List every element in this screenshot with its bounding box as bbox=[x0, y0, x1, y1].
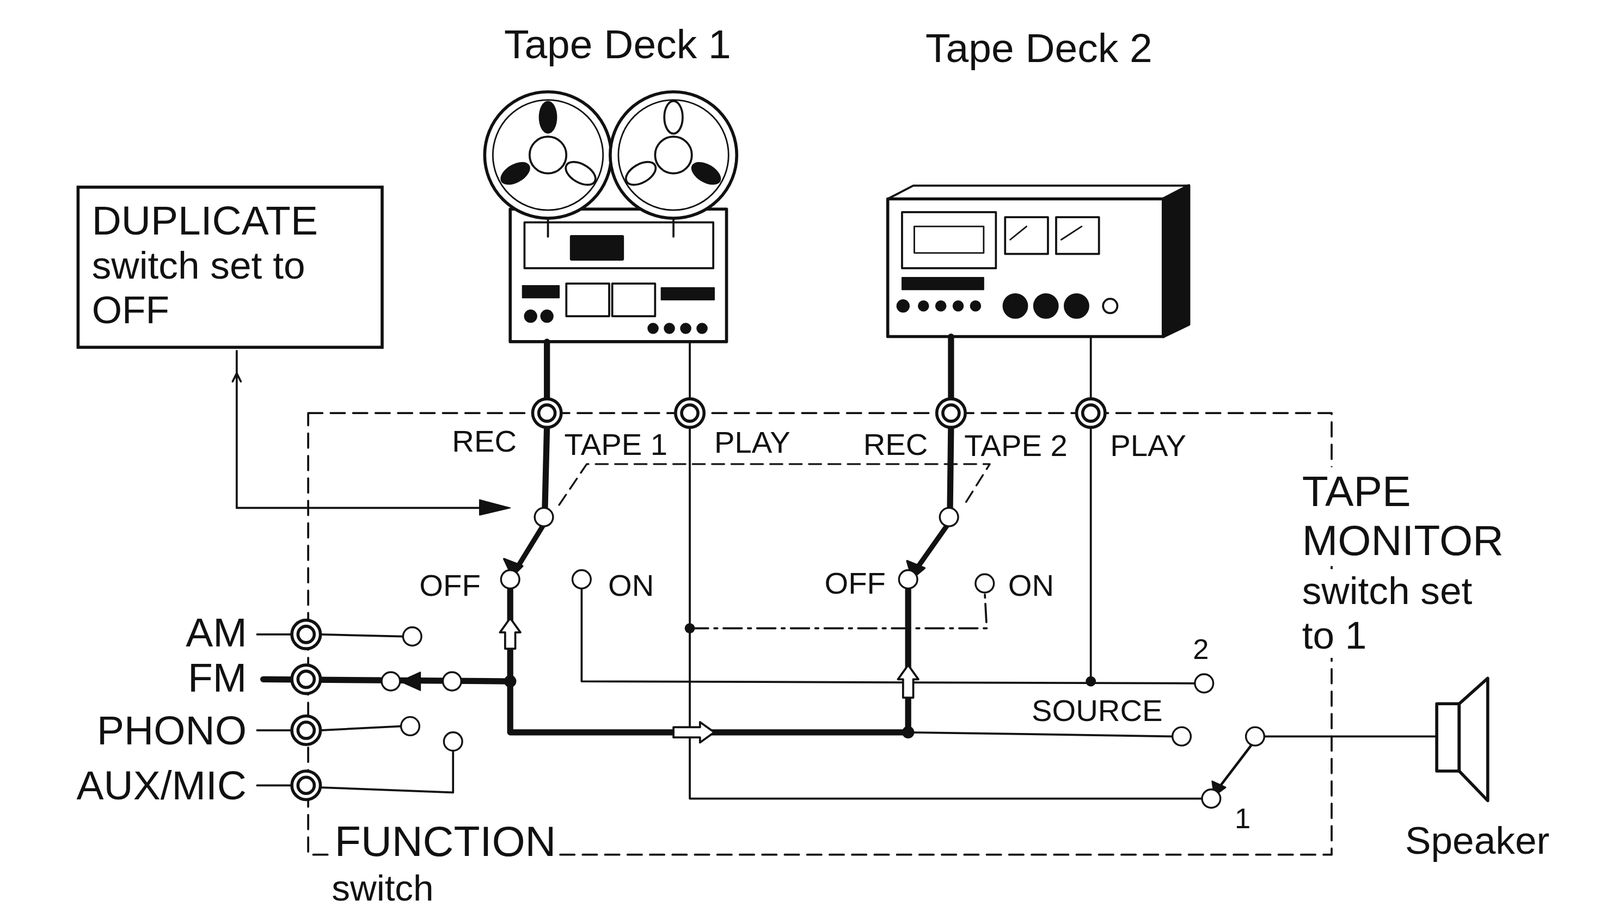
switch-position: ON bbox=[1004, 567, 1058, 604]
jack-label: TAPE 2 bbox=[961, 427, 1071, 464]
speaker-label: Speaker bbox=[1405, 819, 1550, 864]
switch-note: switch bbox=[328, 866, 438, 910]
switch-position: 1 bbox=[1231, 802, 1254, 836]
device-title: Tape Deck 1 bbox=[504, 20, 732, 67]
device-title: Tape Deck 2 bbox=[925, 24, 1153, 72]
switch-contacts bbox=[381, 507, 1265, 808]
switch-position: 2 bbox=[1190, 633, 1212, 667]
jack-symbols bbox=[291, 399, 1106, 801]
switch-name: FUNCTION bbox=[331, 817, 560, 867]
box-heading: DUPLICATE bbox=[92, 197, 369, 244]
note-box: DUPLICATEswitch set to OFF bbox=[76, 185, 384, 349]
jack-label: REC bbox=[860, 426, 931, 463]
deck-cables bbox=[547, 336, 1091, 401]
input-label: AM bbox=[182, 609, 251, 657]
reel-deck bbox=[484, 92, 737, 342]
input-label: FM bbox=[184, 653, 250, 701]
switch-position: OFF bbox=[821, 565, 890, 602]
device-node: Tape Deck 1 bbox=[504, 20, 732, 67]
gang-link bbox=[559, 464, 990, 506]
switch-name: TAPE MONITOR bbox=[1298, 467, 1561, 566]
jack-label: PLAY bbox=[710, 425, 794, 461]
device-node: Tape Deck 2 bbox=[925, 24, 1153, 72]
cassette-deck bbox=[887, 185, 1189, 337]
jack-label: TAPE 1 bbox=[561, 426, 671, 463]
input-label: PHONO bbox=[93, 707, 250, 754]
switch-note: switch set to 1 bbox=[1298, 569, 1484, 659]
box-text: switch set to OFF bbox=[92, 243, 369, 334]
device-node: Speaker bbox=[1405, 819, 1550, 864]
input-label: AUX/MIC bbox=[73, 762, 250, 809]
amplifier-boundary bbox=[308, 413, 1332, 856]
speaker-symbol bbox=[1436, 678, 1488, 801]
signal-wires bbox=[256, 426, 1437, 799]
jack-label: REC bbox=[449, 424, 520, 460]
switch-position: ON bbox=[604, 567, 658, 604]
switch-position: OFF bbox=[416, 567, 484, 604]
switch-position: SOURCE bbox=[1028, 693, 1166, 729]
jack-label: PLAY bbox=[1107, 427, 1190, 464]
